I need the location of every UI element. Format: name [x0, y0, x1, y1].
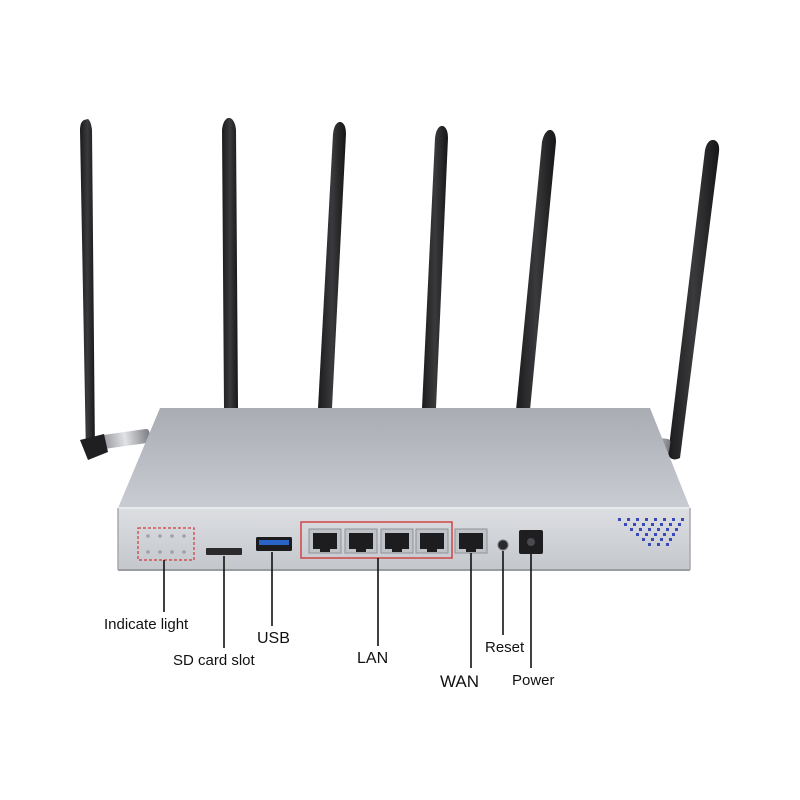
pattern-dot: [633, 523, 636, 526]
reset-label: Reset: [485, 639, 525, 656]
pattern-dot: [672, 518, 675, 521]
antenna-4: [422, 126, 448, 408]
pattern-dot: [654, 518, 657, 521]
pattern-dot: [669, 538, 672, 541]
lan-port-1: [308, 528, 342, 554]
pattern-dot: [636, 518, 639, 521]
pattern-dot: [663, 518, 666, 521]
pattern-dot: [648, 528, 651, 531]
pattern-dot: [681, 518, 684, 521]
pattern-dot: [645, 518, 648, 521]
pattern-dot: [642, 538, 645, 541]
pattern-dot: [660, 523, 663, 526]
pattern-dot: [654, 533, 657, 536]
pattern-dot: [657, 528, 660, 531]
pattern-dot: [642, 523, 645, 526]
indicate-light-label: Indicate light: [104, 616, 189, 633]
antenna-5: [516, 130, 556, 410]
wan-label: WAN: [440, 672, 480, 691]
lan-port-3: [380, 528, 414, 554]
pattern-dot: [648, 543, 651, 546]
pattern-dot: [651, 538, 654, 541]
pattern-dot: [663, 533, 666, 536]
lan-port-4: [415, 528, 449, 554]
pattern-dot: [657, 543, 660, 546]
pattern-dot: [660, 538, 663, 541]
wan-port: [454, 528, 488, 554]
antenna-2: [222, 118, 238, 408]
pattern-dot: [675, 528, 678, 531]
pattern-dot: [630, 528, 633, 531]
pattern-dot: [678, 523, 681, 526]
pattern-dot: [666, 528, 669, 531]
usb-port: [256, 537, 292, 551]
lan-label: LAN: [357, 650, 389, 667]
pattern-dot: [672, 533, 675, 536]
pattern-dot: [618, 518, 621, 521]
pattern-dot: [639, 528, 642, 531]
usb-label: USB: [257, 630, 290, 647]
pattern-dot: [627, 518, 630, 521]
sd-card-slot-label: SD card slot: [173, 652, 255, 669]
power-jack: [519, 530, 543, 554]
antenna-1: [80, 119, 151, 460]
dot-pattern: [618, 518, 684, 546]
indicator-lights: [137, 527, 195, 561]
pattern-dot: [636, 533, 639, 536]
pattern-dot: [645, 533, 648, 536]
sd-card-slot: [206, 548, 242, 555]
pattern-dot: [669, 523, 672, 526]
reset-button: [497, 539, 509, 551]
pattern-dot: [624, 523, 627, 526]
pattern-dot: [666, 543, 669, 546]
leader-lines: [163, 551, 532, 668]
power-label: Power: [512, 672, 555, 689]
lan-port-2: [344, 528, 378, 554]
pattern-dot: [651, 523, 654, 526]
lan-ports: [300, 521, 453, 559]
antenna-3: [318, 122, 346, 408]
